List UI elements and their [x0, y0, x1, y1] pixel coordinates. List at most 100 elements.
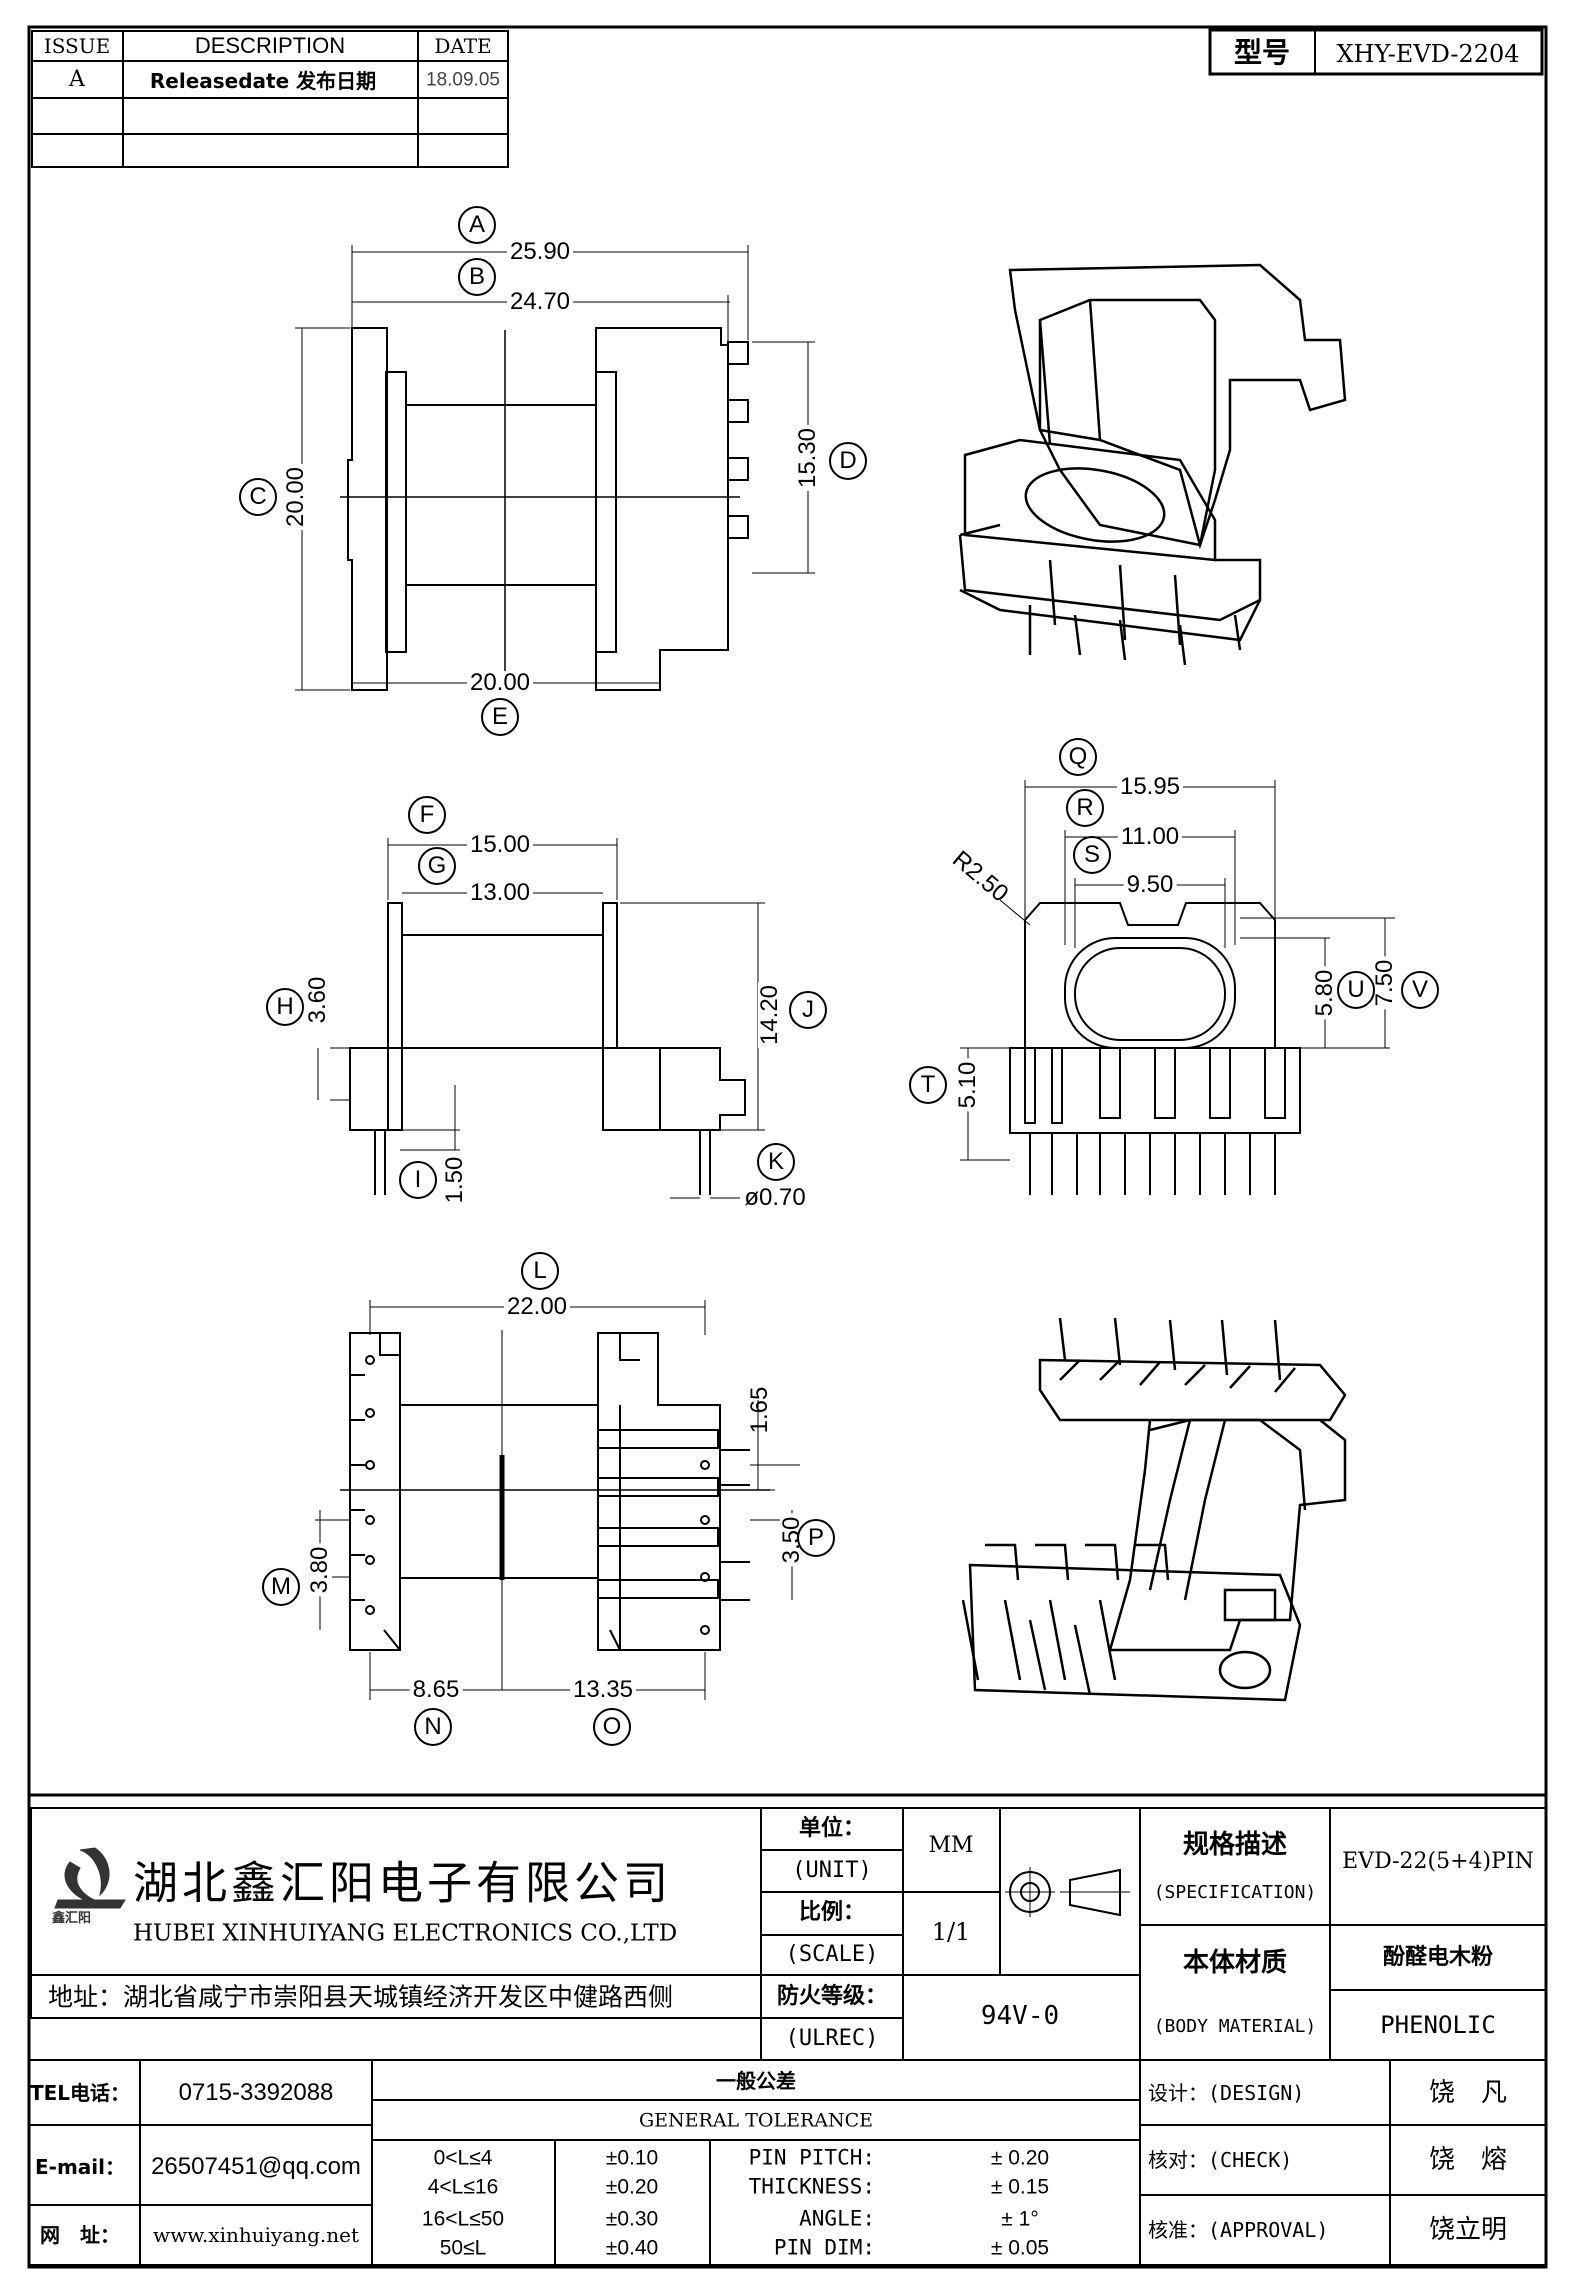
tol-value-2: ±0.20: [605, 2175, 659, 2199]
description-header: DESCRIPTION: [194, 33, 346, 58]
dim-s: 9.50: [1123, 873, 1177, 897]
fire-label-en: (ULREC): [785, 2026, 879, 2051]
material-value-cn: 酚醛电木粉: [1382, 1945, 1494, 1970]
scale-label-en: (SCALE): [785, 1942, 879, 1967]
balloon-u: U: [1337, 971, 1375, 1009]
dim-o: 13.35: [569, 1678, 637, 1702]
approval-check-role: 核对：(CHECK): [1148, 2148, 1293, 2172]
dim-l: 22.00: [503, 1295, 571, 1319]
email-label: E-mail：: [34, 2155, 126, 2179]
dim-h: 3.60: [304, 976, 331, 1024]
material-label-en: (BODY MATERIAL): [1153, 2016, 1317, 2037]
balloon-c: C: [239, 478, 277, 516]
description-cell: Releasedate 发布日期: [149, 69, 377, 93]
balloon-f: F: [408, 796, 446, 834]
dim-v: 7.50: [1371, 956, 1398, 1010]
balloon-n: N: [414, 1708, 452, 1746]
model-number: XHY-EVD-2204: [1336, 40, 1520, 68]
tol-item-4: PIN DIM:: [773, 2235, 875, 2260]
dim-pin-offset: 1.65: [746, 1386, 773, 1434]
balloon-o: O: [593, 1708, 631, 1746]
material-value-en: PHENOLIC: [1380, 2011, 1496, 2039]
balloon-h: H: [266, 988, 304, 1026]
balloon-i: I: [399, 1161, 437, 1199]
approval-check-name: 饶 熔: [1428, 2145, 1508, 2175]
balloon-p: P: [797, 1519, 835, 1557]
approval-design-role: 设计：(DESIGN): [1148, 2081, 1305, 2105]
tol-item-2: THICKNESS:: [748, 2174, 875, 2199]
scale-value: 1/1: [931, 1918, 971, 1946]
company-logo-mark: [54, 1847, 126, 1909]
balloon-m: M: [262, 1568, 300, 1606]
material-label-cn: 本体材质: [1182, 1948, 1288, 1978]
spec-label-en: (SPECIFICATION): [1153, 1882, 1317, 1903]
dim-t: 5.10: [954, 1058, 981, 1112]
web-label: 网 址：: [40, 2223, 120, 2247]
dim-a: 25.90: [506, 240, 574, 264]
dim-b: 24.70: [506, 290, 574, 314]
date-header: DATE: [434, 34, 492, 58]
dim-i: 1.50: [441, 1156, 468, 1204]
balloon-l: L: [521, 1252, 559, 1290]
dim-d: 15.30: [794, 424, 821, 492]
iso-view-bottom: [961, 1317, 1347, 1702]
dim-u: 5.80: [1311, 966, 1338, 1020]
web-value[interactable]: www.xinhuiyang.net: [152, 2223, 360, 2247]
approval-design-name: 饶 凡: [1428, 2078, 1508, 2108]
tol-range-2: 4<L≤16: [427, 2175, 499, 2199]
unit-label-cn: 单位：: [798, 1816, 866, 1841]
company-address: 地址：湖北省咸宁市崇阳县天城镇经济开发区中健路西侧: [48, 1982, 674, 2012]
title-block-lines: [29, 1807, 1546, 2266]
dim-k: ø0.70: [744, 1184, 806, 1211]
balloon-j: J: [789, 991, 827, 1029]
balloon-q: Q: [1059, 738, 1097, 776]
unit-value: MM: [928, 1833, 974, 1858]
company-name-en: HUBEI XINHUIYANG ELECTRONICS CO.,LTD: [133, 1920, 678, 1947]
tol-value-3: ±0.30: [605, 2207, 659, 2231]
bottom-view: [315, 1300, 800, 1700]
fire-label-cn: 防火等级：: [776, 1984, 888, 2009]
approval-approve-role: 核准：(APPROVAL): [1148, 2218, 1329, 2242]
balloon-e: E: [481, 698, 519, 736]
spec-label-cn: 规格描述: [1182, 1830, 1288, 1860]
tol-item-value-3: ± 1°: [1001, 2207, 1039, 2231]
logo-text: 鑫汇阳: [52, 1911, 92, 1926]
tel-value: 0715-3392088: [178, 2079, 334, 2106]
balloon-g: G: [418, 847, 456, 885]
iso-view-top: [958, 263, 1347, 666]
approval-approve-name: 饶立明: [1428, 2215, 1508, 2245]
dim-r: 11.00: [1117, 825, 1183, 849]
tol-item-value-1: ± 0.20: [990, 2146, 1050, 2170]
dim-j: 14.20: [756, 981, 783, 1049]
tol-value-1: ±0.10: [605, 2146, 659, 2170]
balloon-t: T: [909, 1066, 947, 1104]
unit-label-en: (UNIT): [792, 1858, 872, 1883]
dim-c: 20.00: [282, 463, 309, 531]
balloon-r: R: [1066, 789, 1104, 827]
model-label: 型号: [1233, 36, 1291, 69]
tol-range-1: 0<L≤4: [433, 2146, 493, 2170]
balloon-s: S: [1073, 836, 1111, 874]
balloon-b: B: [458, 258, 496, 296]
tol-item-1: PIN PITCH:: [748, 2145, 875, 2170]
dim-g: 13.00: [466, 881, 534, 905]
fire-value: 94V-0: [980, 2001, 1060, 2031]
dim-n: 8.65: [409, 1678, 463, 1702]
issue-header: ISSUE: [43, 34, 111, 58]
dim-e: 20.00: [466, 671, 534, 695]
scale-label-cn: 比例：: [798, 1900, 866, 1925]
email-value[interactable]: 26507451@qq.com: [151, 2153, 361, 2180]
issue-cell: A: [69, 67, 85, 92]
balloon-k: K: [757, 1143, 795, 1181]
dim-m: 3.80: [306, 1543, 333, 1597]
tol-range-3: 16<L≤50: [421, 2207, 505, 2231]
balloon-d: D: [829, 442, 867, 480]
tolerance-title-en: GENERAL TOLERANCE: [638, 2109, 874, 2132]
dim-q: 15.95: [1116, 775, 1184, 799]
tel-label: TEL电话：: [29, 2081, 131, 2105]
tol-value-4: ±0.40: [605, 2236, 659, 2260]
tol-range-4: 50≤L: [439, 2236, 487, 2260]
tolerance-title-cn: 一般公差: [716, 2069, 796, 2093]
tol-item-value-2: ± 0.15: [990, 2175, 1050, 2199]
